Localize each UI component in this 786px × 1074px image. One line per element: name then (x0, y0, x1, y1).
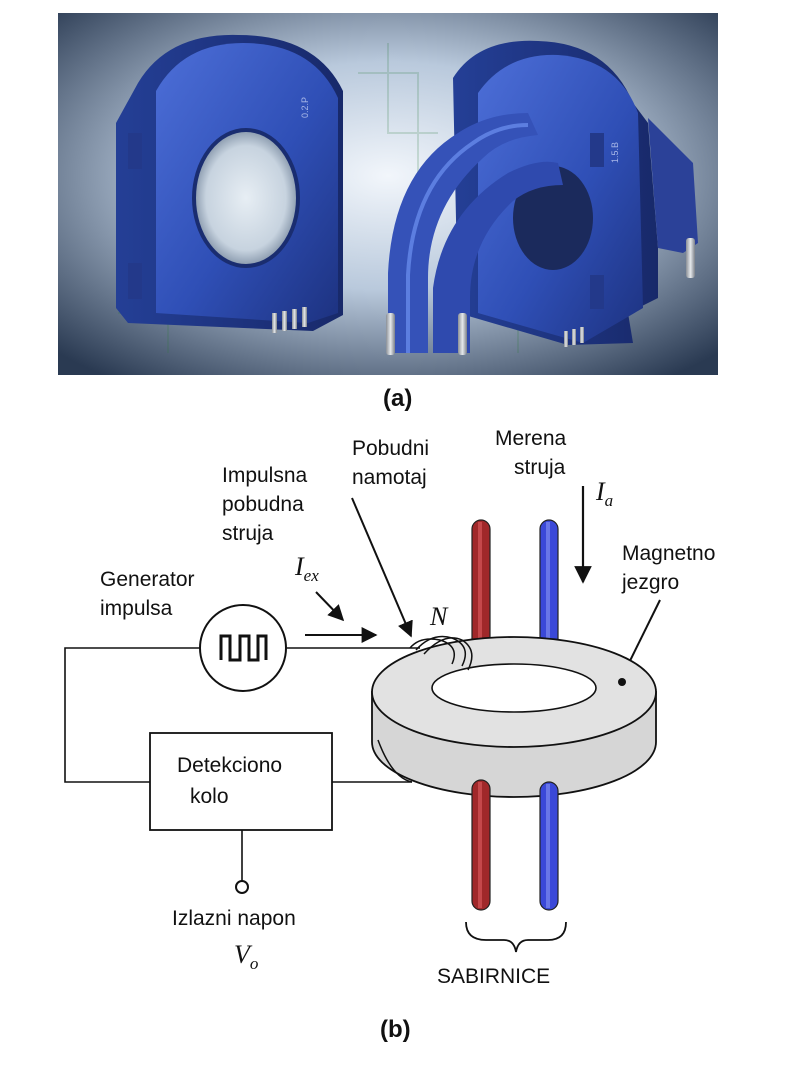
busbar-right (433, 161, 563, 353)
conductors-lower (471, 779, 559, 911)
core-hole (431, 663, 597, 713)
label-izlazni-napon: Izlazni napon (172, 907, 296, 930)
right-sensor-pins (386, 238, 695, 355)
sensor-photo: 0.2.P 1.5.B (58, 13, 718, 375)
output-terminal (235, 880, 249, 894)
label-generator-impulsa: Generator impulsa (100, 568, 200, 620)
symbol-vo: Vo (234, 940, 258, 973)
magnetic-core (371, 636, 657, 798)
arrow-iex-pointer (315, 591, 345, 622)
pulse-waveform-icon (219, 634, 268, 662)
right-sensor-aperture (513, 166, 593, 270)
caption-b: (b) (380, 1016, 411, 1043)
arrow-pobudni-pointer (351, 497, 413, 638)
label-sabirnice: SABIRNICE (437, 965, 550, 988)
left-sensor-clip-top (128, 133, 142, 169)
label-merena-struja: Merena struja (495, 427, 572, 479)
busbar-left (388, 113, 538, 353)
pulse-generator (199, 604, 287, 692)
right-sensor-marking: 1.5.B (610, 142, 620, 163)
label-impulsna-pobudna-struja: Impulsna pobudna struja (222, 464, 313, 545)
left-sensor-marking: 0.2.P (300, 97, 310, 118)
right-sensor: 1.5.B (386, 40, 698, 355)
left-sensor-pins (272, 307, 307, 333)
circuit-wires (64, 647, 420, 882)
sensor-photo-illustration: 0.2.P 1.5.B (58, 13, 718, 375)
left-sensor: 0.2.P (116, 34, 343, 333)
excitation-winding (377, 635, 473, 783)
symbol-iex: Iex (294, 552, 319, 585)
symbol-n: N (429, 602, 449, 631)
left-sensor-aperture (194, 130, 298, 266)
caption-a: (a) (383, 385, 413, 412)
left-sensor-clip-bottom (128, 263, 142, 299)
detection-circuit-box (149, 732, 333, 831)
symbol-ia: Ia (595, 477, 613, 510)
label-pobudni-namotaj: Pobudni namotaj (352, 437, 435, 489)
busbar-brace (465, 921, 567, 953)
label-magnetno-jezgro: Magnetno jezgro (621, 542, 721, 594)
fluxgate-diagram: Impulsna pobudna struja Pobudni namotaj … (64, 427, 721, 988)
label-detekciono-kolo: Detekciono kolo (177, 754, 288, 808)
busbar-back (648, 118, 698, 253)
